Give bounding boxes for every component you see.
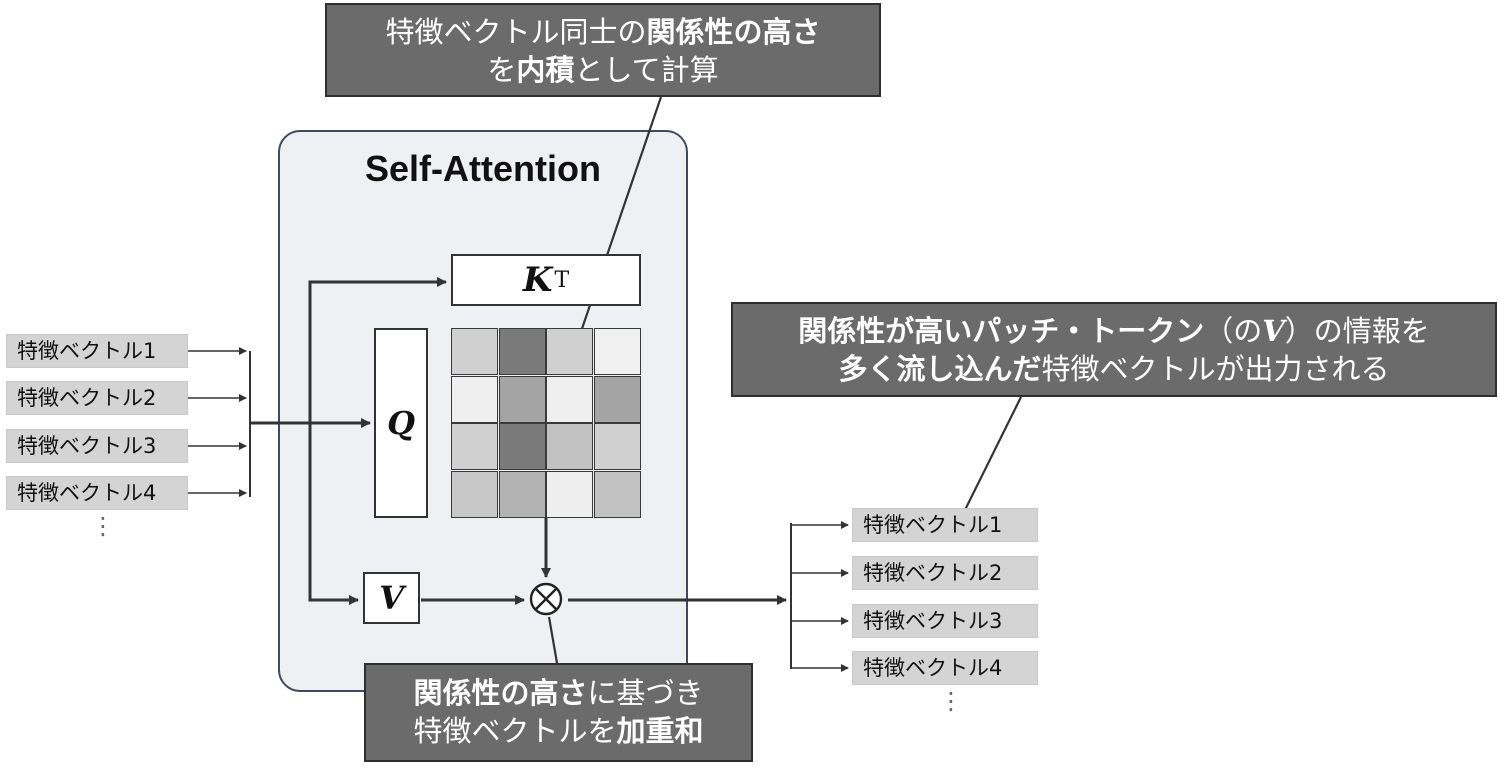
v-symbol: V: [379, 579, 404, 617]
output-vector-2: 特徴ベクトル2: [852, 556, 1038, 590]
matrix-cell: [451, 423, 498, 470]
callout-output: 関係性が高いパッチ・トークン（のV）の情報を 多く流し込んだ特徴ベクトルが出力さ…: [731, 302, 1497, 397]
output-vector-1: 特徴ベクトル1: [852, 508, 1038, 542]
matrix-cell: [546, 328, 593, 375]
query-box: Q: [374, 328, 428, 518]
input-vector-3: 特徴ベクトル3: [6, 429, 188, 463]
matrix-cell: [593, 375, 641, 423]
input-vector-4: 特徴ベクトル4: [6, 476, 188, 510]
matrix-cell: [593, 328, 641, 375]
callout-weighted-sum-line1: 関係性の高さに基づき: [413, 676, 704, 710]
callout-dot-product-line2: を内積として計算: [487, 53, 719, 87]
matrix-cell: [593, 423, 641, 470]
value-box: V: [363, 572, 420, 624]
output-ellipsis: ⋮: [939, 687, 963, 715]
matrix-cell: [546, 470, 593, 518]
callout-dot-product-line1: 特徴ベクトル同士の関係性の高さ: [385, 15, 821, 49]
transpose-symbol: T: [554, 267, 570, 293]
matrix-cell: [498, 375, 546, 423]
input-vector-2: 特徴ベクトル2: [6, 381, 188, 415]
callout-weighted-sum-line2: 特徴ベクトルを加重和: [413, 714, 704, 748]
matrix-cell: [451, 328, 498, 375]
panel-title: Self-Attention: [365, 148, 601, 189]
matrix-cell: [451, 375, 498, 423]
callout-dot-product: 特徴ベクトル同士の関係性の高さ を内積として計算: [325, 3, 881, 97]
matrix-cell: [546, 375, 593, 423]
output-vector-4: 特徴ベクトル4: [852, 651, 1038, 685]
callout-output-line2: 多く流し込んだ特徴ベクトルが出力される: [838, 352, 1390, 386]
matrix-cell: [546, 423, 593, 470]
attention-matrix: [451, 328, 641, 518]
matrix-cell: [451, 470, 498, 518]
matrix-cell: [593, 470, 641, 518]
input-vector-1: 特徴ベクトル1: [6, 334, 188, 368]
matrix-cell: [498, 328, 546, 375]
callout-output-line1: 関係性が高いパッチ・トークン（のV）の情報を: [798, 314, 1430, 348]
output-vector-3: 特徴ベクトル3: [852, 604, 1038, 638]
k-symbol: K: [522, 260, 553, 300]
input-ellipsis: ⋮: [91, 512, 115, 540]
callout-weighted-sum: 関係性の高さに基づき 特徴ベクトルを加重和: [364, 663, 753, 762]
weighted-sum-operator-icon: [529, 582, 563, 616]
matrix-cell: [498, 423, 546, 470]
matrix-cell: [498, 470, 546, 518]
q-symbol: Q: [387, 404, 415, 442]
